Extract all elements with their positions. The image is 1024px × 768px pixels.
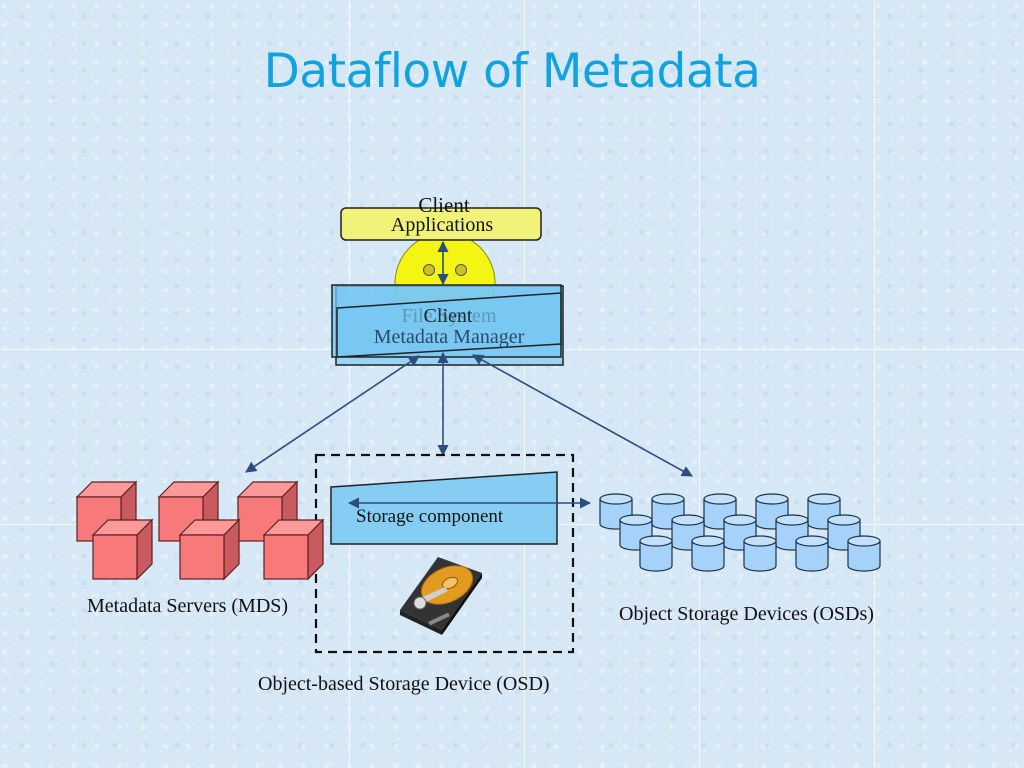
client-applications-label-line1: Client bbox=[418, 193, 470, 217]
metadata-servers-label: Metadata Servers (MDS) bbox=[87, 595, 289, 617]
object-storage-device-cylinder-icon bbox=[743, 535, 777, 572]
metadata-server-cube-icon bbox=[91, 518, 154, 581]
client-applications-box[interactable] bbox=[340, 207, 542, 241]
object-storage-devices-label: Object Storage Devices (OSDs) bbox=[619, 603, 874, 625]
object-storage-device-cylinder-icon bbox=[639, 535, 673, 572]
osd-dashed-box bbox=[314, 453, 575, 654]
client-metadata-manager-label-line2: Metadata Manager bbox=[373, 326, 525, 348]
object-storage-device-cylinder-icon bbox=[847, 535, 881, 572]
osd-label: Object-based Storage Device (OSD) bbox=[258, 673, 550, 695]
manager-to-mds-arrow bbox=[245, 355, 420, 473]
metadata-server-cube-icon bbox=[178, 518, 241, 581]
object-storage-device-cylinder-icon bbox=[775, 514, 809, 551]
metadata-server-cube-icon bbox=[262, 518, 325, 581]
client-applications-label-line2: Applications bbox=[390, 214, 494, 236]
hard-disk-icon bbox=[400, 557, 482, 635]
object-storage-devices-group bbox=[599, 493, 881, 572]
client-metadata-manager-box[interactable] bbox=[331, 284, 564, 366]
texture-seam bbox=[699, 0, 700, 768]
client-metadata-manager-label-line1: Client bbox=[423, 305, 473, 327]
slide-title: Dataflow of Metadata bbox=[263, 44, 761, 99]
object-storage-device-cylinder-icon bbox=[691, 535, 725, 572]
object-storage-device-cylinder-icon bbox=[795, 535, 829, 572]
storage-component-label: Storage component bbox=[356, 506, 504, 527]
texture-seam bbox=[874, 0, 875, 768]
file-system-ghost-label: File System bbox=[401, 305, 497, 327]
metadata-servers-group bbox=[75, 480, 325, 581]
manager-to-osds-arrow bbox=[472, 354, 693, 477]
